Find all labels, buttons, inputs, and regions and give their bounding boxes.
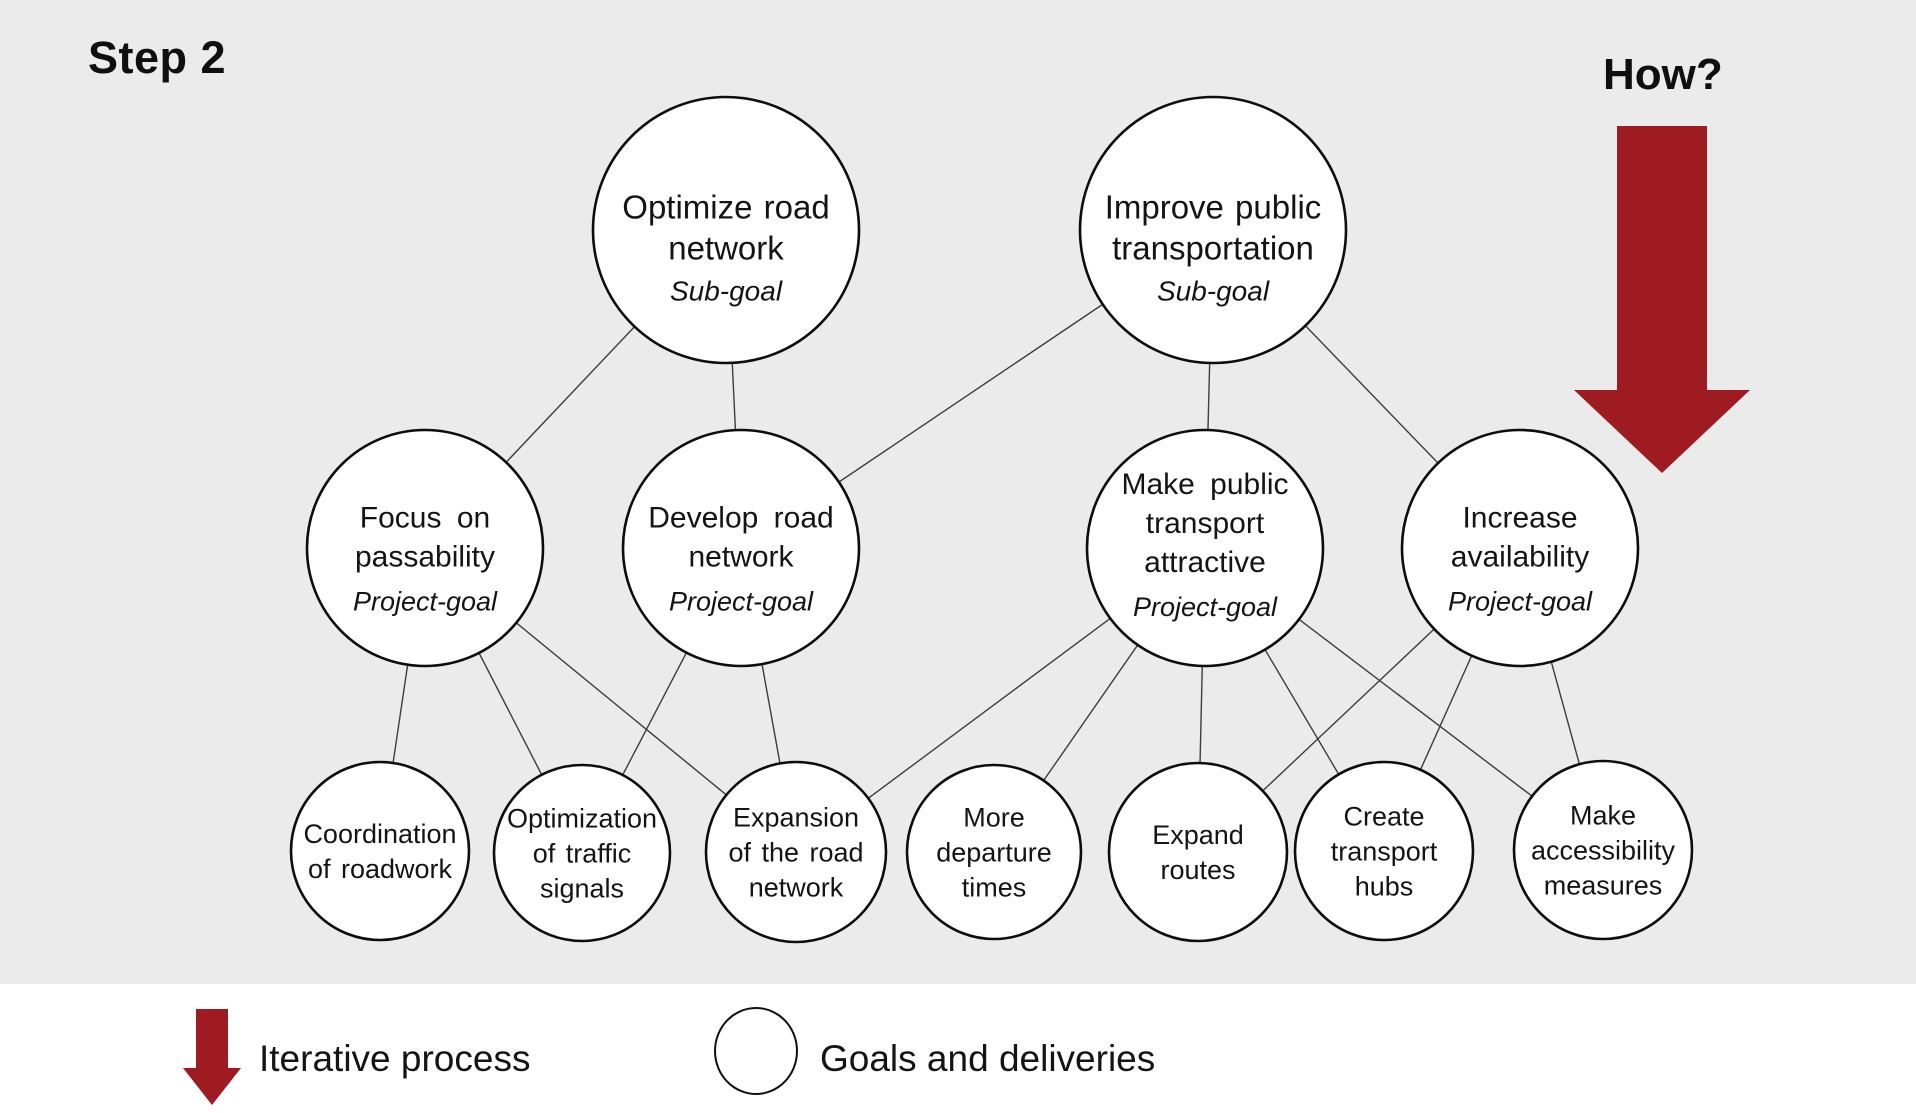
node-expansion-of-the-road-network: Expansion of the road network (704, 760, 888, 944)
node-label-line: network (688, 541, 794, 574)
node-sublabel: Project-goal (1448, 587, 1593, 617)
node-circle (492, 763, 672, 943)
node-label-line: Coordination (303, 819, 456, 849)
node-label-line: accessibility (1531, 836, 1676, 866)
node-label-line: times (962, 873, 1027, 903)
node-circle (704, 760, 888, 944)
node-label-line: More (963, 803, 1025, 833)
node-sublabel: Project-goal (353, 587, 498, 617)
node-label-line: network (749, 873, 844, 903)
legend-circle-icon (714, 1007, 798, 1095)
node-label-line: Develop road (648, 502, 833, 535)
node-label-line: routes (1160, 855, 1235, 885)
node-label-line: Expansion (733, 803, 859, 833)
node-label-line: Focus on (360, 502, 490, 535)
node-label-line: Increase (1462, 502, 1577, 535)
node-label-line: Improve public (1105, 189, 1322, 226)
step-title: Step 2 (88, 32, 227, 83)
node-label-line: Create (1343, 802, 1424, 832)
node-more-departure-times: More departure times (905, 763, 1083, 941)
node-label-line: transport (1146, 507, 1265, 540)
legend-arrow-label: Iterative process (259, 1038, 531, 1079)
node-label-line: departure (936, 838, 1052, 868)
node-label-line: attractive (1144, 546, 1266, 579)
node-sublabel: Project-goal (669, 587, 814, 617)
node-sublabel: Sub-goal (1157, 276, 1270, 307)
how-arrow-icon (1574, 126, 1750, 473)
node-label-line: Optimization (507, 804, 657, 834)
node-circle (1078, 95, 1348, 365)
node-circle (1085, 428, 1325, 668)
node-sublabel: Project-goal (1133, 592, 1278, 622)
node-circle (591, 95, 861, 365)
node-label-line: of traffic (533, 839, 632, 869)
node-circle (905, 763, 1083, 941)
node-circle (621, 428, 861, 668)
node-label-line: transport (1331, 837, 1438, 867)
node-make-public-transport-attractive: Make public transport attractiveProject-go… (1085, 428, 1325, 668)
node-circle (289, 760, 471, 942)
node-optimization-of-traffic-signals: Optimization of traffic signals (492, 763, 672, 943)
node-make-accessibility-measures: Make accessibility measures (1512, 759, 1694, 941)
legend-circle-label: Goals and deliveries (820, 1038, 1156, 1079)
node-label-line: hubs (1355, 872, 1414, 902)
node-label-line: network (668, 230, 784, 267)
node-label-line: Optimize road (622, 189, 829, 226)
node-circle (1512, 759, 1694, 941)
node-label-line: measures (1544, 871, 1663, 901)
node-circle (1293, 760, 1475, 942)
iterative-arrow-icon (183, 1009, 241, 1105)
node-label-line: Make (1570, 801, 1636, 831)
node-expand-routes: Expand routes (1107, 761, 1289, 943)
how-label: How? (1603, 50, 1723, 99)
node-label-line: Make public (1121, 468, 1288, 501)
node-label-line: of the road (728, 838, 863, 868)
node-label-line: signals (540, 874, 624, 904)
node-coordination-of-roadwork: Coordination of roadwork (289, 760, 471, 942)
node-label-line: availability (1451, 541, 1589, 574)
node-circle (305, 428, 545, 668)
node-label-line: transportation (1112, 230, 1314, 267)
node-label-line: Expand (1152, 820, 1244, 850)
node-label-line: of roadwork (308, 854, 453, 884)
node-create-transport-hubs: Create transport hubs (1293, 760, 1475, 942)
node-circle (1107, 761, 1289, 943)
node-label-line: passability (355, 541, 495, 574)
node-sublabel: Sub-goal (670, 276, 783, 307)
node-circle (1400, 428, 1640, 668)
